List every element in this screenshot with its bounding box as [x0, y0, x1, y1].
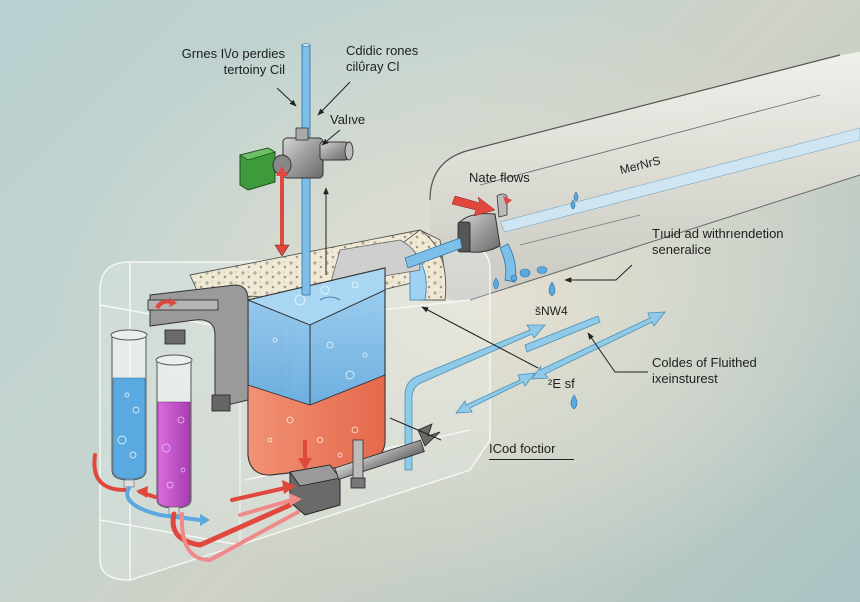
test-tube-blue	[110, 329, 148, 488]
label-coldes-line1: Coldes of Fluithed	[652, 355, 757, 370]
hot-flow-arrow	[274, 166, 290, 257]
label-tag-low: ²E sf	[548, 376, 575, 391]
label-top-right-line2: cilΰray Cl	[346, 59, 400, 74]
label-fluid-line1: Tıuid ad withrıendetion	[652, 226, 784, 241]
valve-assembly	[238, 127, 354, 191]
droplet-icon	[573, 191, 579, 202]
label-top-right: Cdidic rones cilΰray Cl	[346, 43, 418, 75]
label-bottom-tag: ICod foctior	[489, 441, 574, 460]
label-coldes-line2: ixeinsturest	[652, 371, 718, 386]
cylinder-flow-stream	[499, 127, 860, 233]
label-top-left-line2: tertoiny Cil	[223, 62, 285, 77]
arrowhead	[200, 514, 210, 526]
droplets	[493, 266, 578, 410]
dispenser-bracket	[147, 284, 249, 412]
label-flow-in: Nate flows	[469, 170, 530, 185]
arrowhead	[289, 493, 302, 506]
fluid-tank	[246, 267, 386, 476]
return-flow-lines	[92, 453, 300, 563]
test-tube-magenta	[155, 354, 193, 516]
droplet-icon	[570, 199, 576, 210]
label-top-left: Grnes I\/o perdies tertoiny Cil	[155, 46, 285, 78]
label-fluid-generation: Tıuid ad withrıendetion seneralice	[652, 226, 784, 258]
callout-lines	[276, 81, 648, 441]
main-cylinder-pipe	[429, 52, 860, 301]
label-coldes: Coldes of Fluithed ixeinsturest	[652, 355, 757, 387]
arrowhead	[136, 486, 148, 498]
pump-block	[289, 423, 441, 516]
flow-arrows	[404, 311, 666, 471]
arrowhead	[298, 458, 312, 470]
label-top-left-line1: Grnes I\/o perdies	[181, 46, 285, 61]
inlet-red-arrow	[451, 195, 496, 217]
label-top-right-line1: Cdidic rones	[346, 43, 419, 58]
arrowhead	[282, 480, 296, 494]
label-valve: Valıve	[330, 112, 366, 127]
label-tag-mid: šNW4	[535, 304, 568, 318]
side-valve	[404, 193, 517, 283]
label-fluid-line2: seneralice	[652, 242, 712, 257]
